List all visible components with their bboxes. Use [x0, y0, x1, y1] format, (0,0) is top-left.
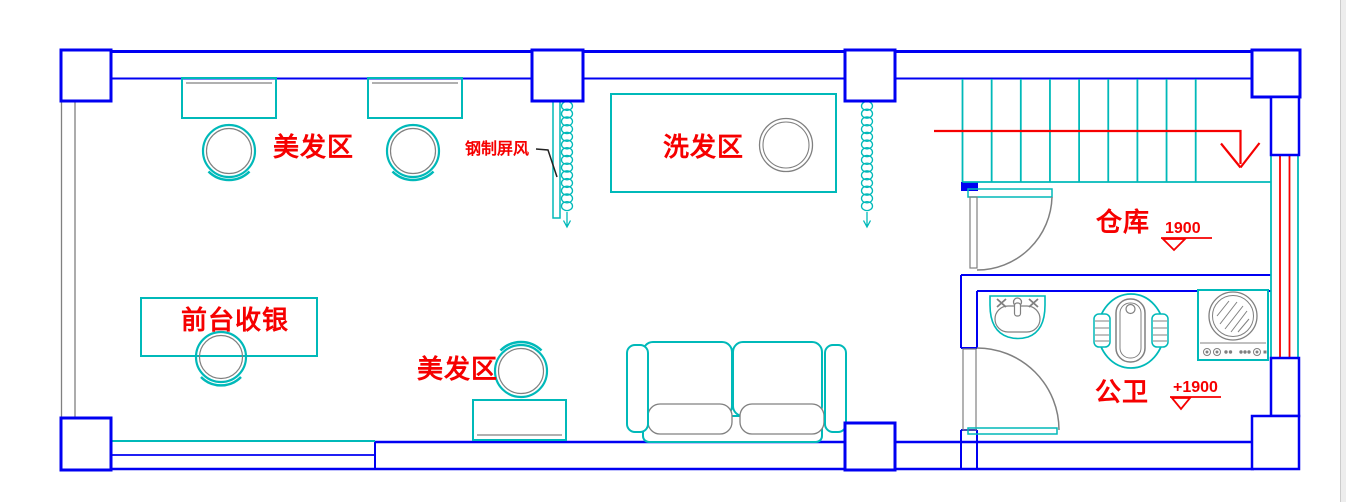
label-toilet-level: +1900: [1173, 379, 1218, 396]
label-steel-screen: 钢制屏风: [465, 141, 530, 158]
label-hair-area-top: 美发区: [273, 132, 355, 162]
column: [59, 416, 113, 472]
curtain-coil-1: [560, 100, 574, 212]
label-storage-level: 1900: [1165, 220, 1201, 237]
mirror-glass-lines: [186, 82, 562, 436]
wall-pier: [1250, 414, 1301, 471]
wall-pier: [1269, 356, 1301, 418]
label-hair-area-bottom: 美发区: [417, 354, 499, 384]
column: [1250, 48, 1302, 99]
label-reception: 前台收银: [181, 305, 290, 335]
curtain-coil-2: [860, 100, 874, 212]
wash-station: [610, 93, 837, 193]
coil-arrows: [562, 212, 872, 229]
mirror-station-3: [472, 399, 567, 441]
label-wash-area: 洗发区: [663, 132, 745, 162]
level-symbol-storage: [1160, 237, 1212, 252]
styling-chair-2: [385, 123, 441, 182]
wall-pier: [1269, 95, 1301, 157]
pipe-shaft: [1270, 153, 1299, 358]
bathroom-door: [962, 347, 1060, 435]
mirror-station-1: [181, 77, 277, 119]
label-toilet: 公卫: [1095, 377, 1150, 407]
warehouse-door: [967, 188, 1053, 271]
column: [530, 48, 585, 103]
steel-screen: [552, 100, 561, 219]
stair-direction-arrow: [934, 129, 1261, 169]
level-symbol-toilet: [1170, 396, 1221, 411]
page-edge: [1340, 0, 1346, 502]
label-storage: 仓库: [1096, 207, 1151, 237]
left-wall: [60, 101, 76, 418]
washing-machine: [1197, 289, 1269, 361]
column: [843, 421, 897, 472]
columns: [59, 48, 1302, 472]
column: [843, 48, 897, 103]
reception-desk: [140, 297, 318, 357]
styling-chair-3: [493, 340, 549, 399]
styling-chair-1: [201, 123, 257, 182]
steel-screen-leader: [535, 148, 558, 178]
sink: [989, 295, 1046, 340]
column: [59, 48, 113, 103]
reception-chair: [194, 330, 248, 387]
mirror-station-2: [367, 77, 463, 119]
squat-toilet: [1093, 293, 1169, 369]
sofa: [626, 341, 847, 443]
